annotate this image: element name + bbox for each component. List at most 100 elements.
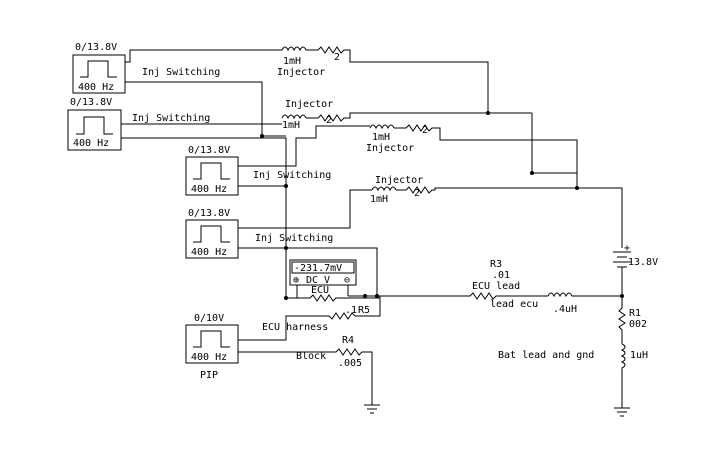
wire <box>238 125 370 167</box>
source-inj4-voltage: 0/13.8V <box>188 208 230 219</box>
lead-ecu-value: .4uH <box>553 304 577 315</box>
junction-dot <box>363 294 367 298</box>
r5-name: R5 <box>358 305 370 316</box>
source-pip: 0/10V 400 Hz PIP <box>185 313 239 381</box>
injector-2-resistance: 2 <box>326 115 332 126</box>
junction-dot <box>375 294 379 298</box>
source-inj3-freq: 400 Hz <box>191 184 227 195</box>
injector-2: Injector 1mH 2 <box>121 99 532 131</box>
injector-1: 1mH 2 Injector <box>125 46 489 113</box>
source-inj2-freq: 400 Hz <box>73 138 109 149</box>
source-inj3-voltage: 0/13.8V <box>188 145 230 156</box>
wire <box>531 113 577 174</box>
junctions <box>260 111 624 300</box>
inj4-switching-label: Inj Switching <box>255 233 333 244</box>
resistor-r1 <box>618 296 626 344</box>
pulse-icon <box>80 60 117 78</box>
pulse-icon <box>193 225 230 243</box>
wire <box>394 124 578 188</box>
junction-dot <box>284 296 288 300</box>
voltmeter-plus: ⊕ <box>293 275 299 286</box>
inductor-lead-ecu <box>547 292 622 298</box>
lead-ecu-desc: lead ecu <box>490 299 538 310</box>
injector-3-inductance: 1mH <box>372 132 390 143</box>
pulse-icon <box>193 330 230 348</box>
wire <box>125 81 263 136</box>
bat-lead-desc: Bat lead and gnd <box>498 350 594 361</box>
ground-icon <box>364 404 380 414</box>
battery-voltage: 13.8V <box>628 257 658 268</box>
voltmeter-minus: ⊖ <box>344 275 350 286</box>
source-pip-freq: 400 Hz <box>191 352 227 363</box>
source-pip-name: PIP <box>200 370 218 381</box>
r3-value: .01 <box>492 270 510 281</box>
r5-value: .1 <box>345 305 357 316</box>
source-inj4: 0/13.8V 400 Hz <box>185 208 239 259</box>
source-inj2-voltage: 0/13.8V <box>70 97 112 108</box>
voltmeter-reading: -231.7mV <box>294 263 342 274</box>
injector-1-resistance: 2 <box>334 52 340 63</box>
ecu-harness-label: ECU harness <box>262 322 328 333</box>
source-pip-voltage: 0/10V <box>194 313 224 324</box>
inductor-symbol <box>371 186 397 192</box>
junction-dot <box>530 171 534 175</box>
pulse-icon <box>76 116 113 135</box>
source-pip-box <box>185 324 239 364</box>
wire-r3 <box>380 292 548 300</box>
inj2-switching-label: Inj Switching <box>132 113 210 124</box>
battery-symbol <box>613 251 631 268</box>
injector-2-name: Injector <box>285 99 333 110</box>
wire-r4 <box>238 348 373 405</box>
injector-4-name: Injector <box>375 175 423 186</box>
wire <box>121 137 287 298</box>
inj3-switching-label: Inj Switching <box>253 170 331 181</box>
junction-dot <box>284 246 288 250</box>
injector-3: 1mH 2 Injector <box>238 124 578 188</box>
inj1-switching-label: Inj Switching <box>142 67 220 78</box>
block-label: Block <box>296 351 326 362</box>
bat-lead-value: 1uH <box>630 350 648 361</box>
source-inj2: 0/13.8V 400 Hz <box>67 97 122 151</box>
inductor-symbol <box>281 46 307 52</box>
source-inj4-freq: 400 Hz <box>191 247 227 258</box>
ecu-label: ECU <box>311 285 329 296</box>
source-inj1: 0/13.8V 400 Hz <box>72 42 126 94</box>
injector-4-inductance: 1mH <box>370 194 388 205</box>
inductor-symbol <box>369 124 395 130</box>
r1-name: R1 <box>629 308 641 319</box>
wire-r5 <box>238 296 381 341</box>
r4-name: R4 <box>342 335 354 346</box>
source-inj1-freq: 400 Hz <box>78 82 114 93</box>
wire <box>396 186 623 248</box>
battery-plus: + <box>624 243 630 254</box>
source-inj3: 0/13.8V 400 Hz <box>185 145 239 196</box>
voltmeter-display <box>291 261 355 274</box>
injector-4-resistance: 2 <box>414 188 420 199</box>
junction-dot <box>575 186 579 190</box>
source-inj4-box <box>185 219 239 259</box>
r3-name: R3 <box>490 259 502 270</box>
source-inj1-voltage: 0/13.8V <box>75 42 117 53</box>
inductor-bat <box>620 343 626 408</box>
r1-value: 002 <box>629 319 647 330</box>
inductor-symbol <box>281 114 307 120</box>
junction-dot <box>620 294 624 298</box>
wire <box>306 46 489 113</box>
junction-dot <box>486 111 490 115</box>
wire <box>306 112 532 122</box>
injector-1-name: Injector <box>277 67 325 78</box>
injector-3-name: Injector <box>366 143 414 154</box>
ecu-resistor <box>286 294 380 302</box>
injector-3-resistance: 2 <box>422 125 428 136</box>
r3-desc: ECU lead <box>472 281 520 292</box>
injector-4: Injector 1mH 2 <box>238 175 623 248</box>
injector-1-inductance: 1mH <box>283 56 301 67</box>
wire <box>238 189 372 229</box>
junction-dot <box>284 184 288 188</box>
battery: + 13.8V <box>613 243 658 296</box>
r4-value: .005 <box>338 358 362 369</box>
injector-2-inductance: 1mH <box>282 120 300 131</box>
ground-icon <box>614 407 630 417</box>
junction-dot <box>260 134 264 138</box>
